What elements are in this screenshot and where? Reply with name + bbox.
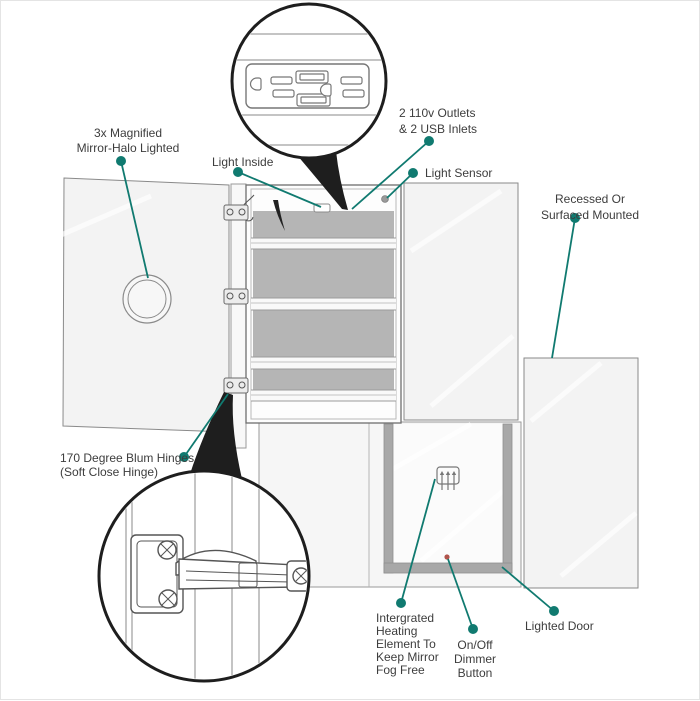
screw-icon bbox=[158, 589, 178, 609]
usb-port-icon bbox=[296, 93, 331, 107]
heating-label-line5: Fog Free bbox=[376, 663, 425, 677]
mounting-callout-dot bbox=[570, 213, 580, 223]
outlet-slot bbox=[342, 89, 365, 98]
outlet-detail-circle bbox=[230, 2, 388, 160]
outlets-label-line2: & 2 USB Inlets bbox=[399, 122, 477, 136]
mirror-frame bbox=[383, 423, 513, 574]
heating-callout-dot bbox=[396, 598, 406, 608]
hinge-detail-circle bbox=[97, 469, 311, 683]
recessed-mount-panel bbox=[523, 357, 639, 589]
outlet-slot bbox=[270, 76, 293, 85]
screw-icon bbox=[292, 567, 307, 585]
panel-streak bbox=[1, 193, 152, 264]
light-sensor-callout-dot bbox=[408, 168, 418, 178]
outlet-slot bbox=[340, 76, 363, 85]
lighted-door-callout-dot bbox=[549, 606, 559, 616]
callout-labels: 3x Magnified Mirror-Halo Lighted Light I… bbox=[60, 106, 639, 680]
outlet-faceplate-icon bbox=[245, 63, 370, 109]
dimmer-label-line3: Button bbox=[458, 666, 493, 680]
hinge-icon bbox=[223, 288, 249, 305]
magnifier-callout-dot bbox=[116, 156, 126, 166]
shelf bbox=[251, 389, 396, 402]
magnifying-mirror-inner-ring bbox=[127, 279, 167, 319]
hinge-detail-pointer bbox=[190, 392, 242, 479]
heating-element-icon bbox=[436, 466, 460, 490]
blum-hinge-icon bbox=[130, 534, 307, 614]
power-cord-drop bbox=[273, 200, 285, 231]
panel-streak bbox=[559, 511, 638, 578]
hinge-icons bbox=[223, 204, 249, 394]
hinges-callout-dot bbox=[179, 452, 189, 462]
callout-connectors bbox=[116, 136, 580, 634]
shelf bbox=[251, 237, 396, 250]
hinges-label-line2: (Soft Close Hinge) bbox=[60, 465, 158, 479]
heating-label-line4: Keep Mirror bbox=[376, 650, 439, 664]
mounting-label-line2: Surfaced Mounted bbox=[541, 208, 639, 222]
lighted-mirror-surface bbox=[393, 424, 503, 563]
magnifier-label-line2: Mirror-Halo Lighted bbox=[77, 141, 180, 155]
screw-icon bbox=[157, 540, 177, 560]
usb-port-icon bbox=[295, 70, 329, 84]
panel-streak bbox=[409, 188, 503, 254]
mirror-streak bbox=[391, 421, 473, 472]
door-hinge-stile bbox=[230, 183, 247, 449]
cabinet-carcass bbox=[240, 184, 402, 424]
light-inside-label: Light Inside bbox=[212, 155, 274, 169]
cabinet-shelves bbox=[251, 237, 396, 402]
mirror-streak bbox=[419, 489, 505, 563]
lighted-door-label: Lighted Door bbox=[525, 619, 594, 633]
outlet-slot bbox=[272, 89, 295, 98]
outlet-detail-pointer bbox=[297, 151, 348, 210]
left-open-door bbox=[1, 177, 230, 433]
magnifier-label-line1: 3x Magnified bbox=[94, 126, 162, 140]
heating-label-line2: Heating bbox=[376, 624, 417, 638]
dimmer-callout-dot bbox=[468, 624, 478, 634]
light-inside-callout-dot bbox=[233, 167, 243, 177]
shelf bbox=[251, 356, 396, 370]
panel-streak bbox=[529, 361, 603, 423]
dimmer-button-dot bbox=[444, 554, 450, 560]
magnifying-mirror-icon bbox=[122, 274, 172, 324]
outlets-callout-dot bbox=[424, 136, 434, 146]
panel-streak bbox=[429, 334, 515, 408]
mounting-label-line1: Recessed Or bbox=[555, 192, 625, 206]
dimmer-label-line1: On/Off bbox=[457, 638, 493, 652]
ground-hole-icon bbox=[249, 77, 262, 91]
light-sensor-label: Light Sensor bbox=[425, 166, 492, 180]
heating-label-line3: Element To bbox=[376, 637, 436, 651]
shelf bbox=[251, 297, 396, 311]
ground-hole-icon bbox=[319, 83, 332, 97]
outlets-label-line1: 2 110v Outlets bbox=[399, 106, 476, 120]
hinge-icon bbox=[223, 377, 249, 394]
heating-label-line1: Intergrated bbox=[376, 611, 434, 625]
hinge-icon bbox=[223, 204, 249, 221]
right-door bbox=[403, 182, 519, 421]
dimmer-label-line2: Dimmer bbox=[454, 652, 496, 666]
hinges-label-line1: 170 Degree Blum Hinges bbox=[60, 451, 194, 465]
